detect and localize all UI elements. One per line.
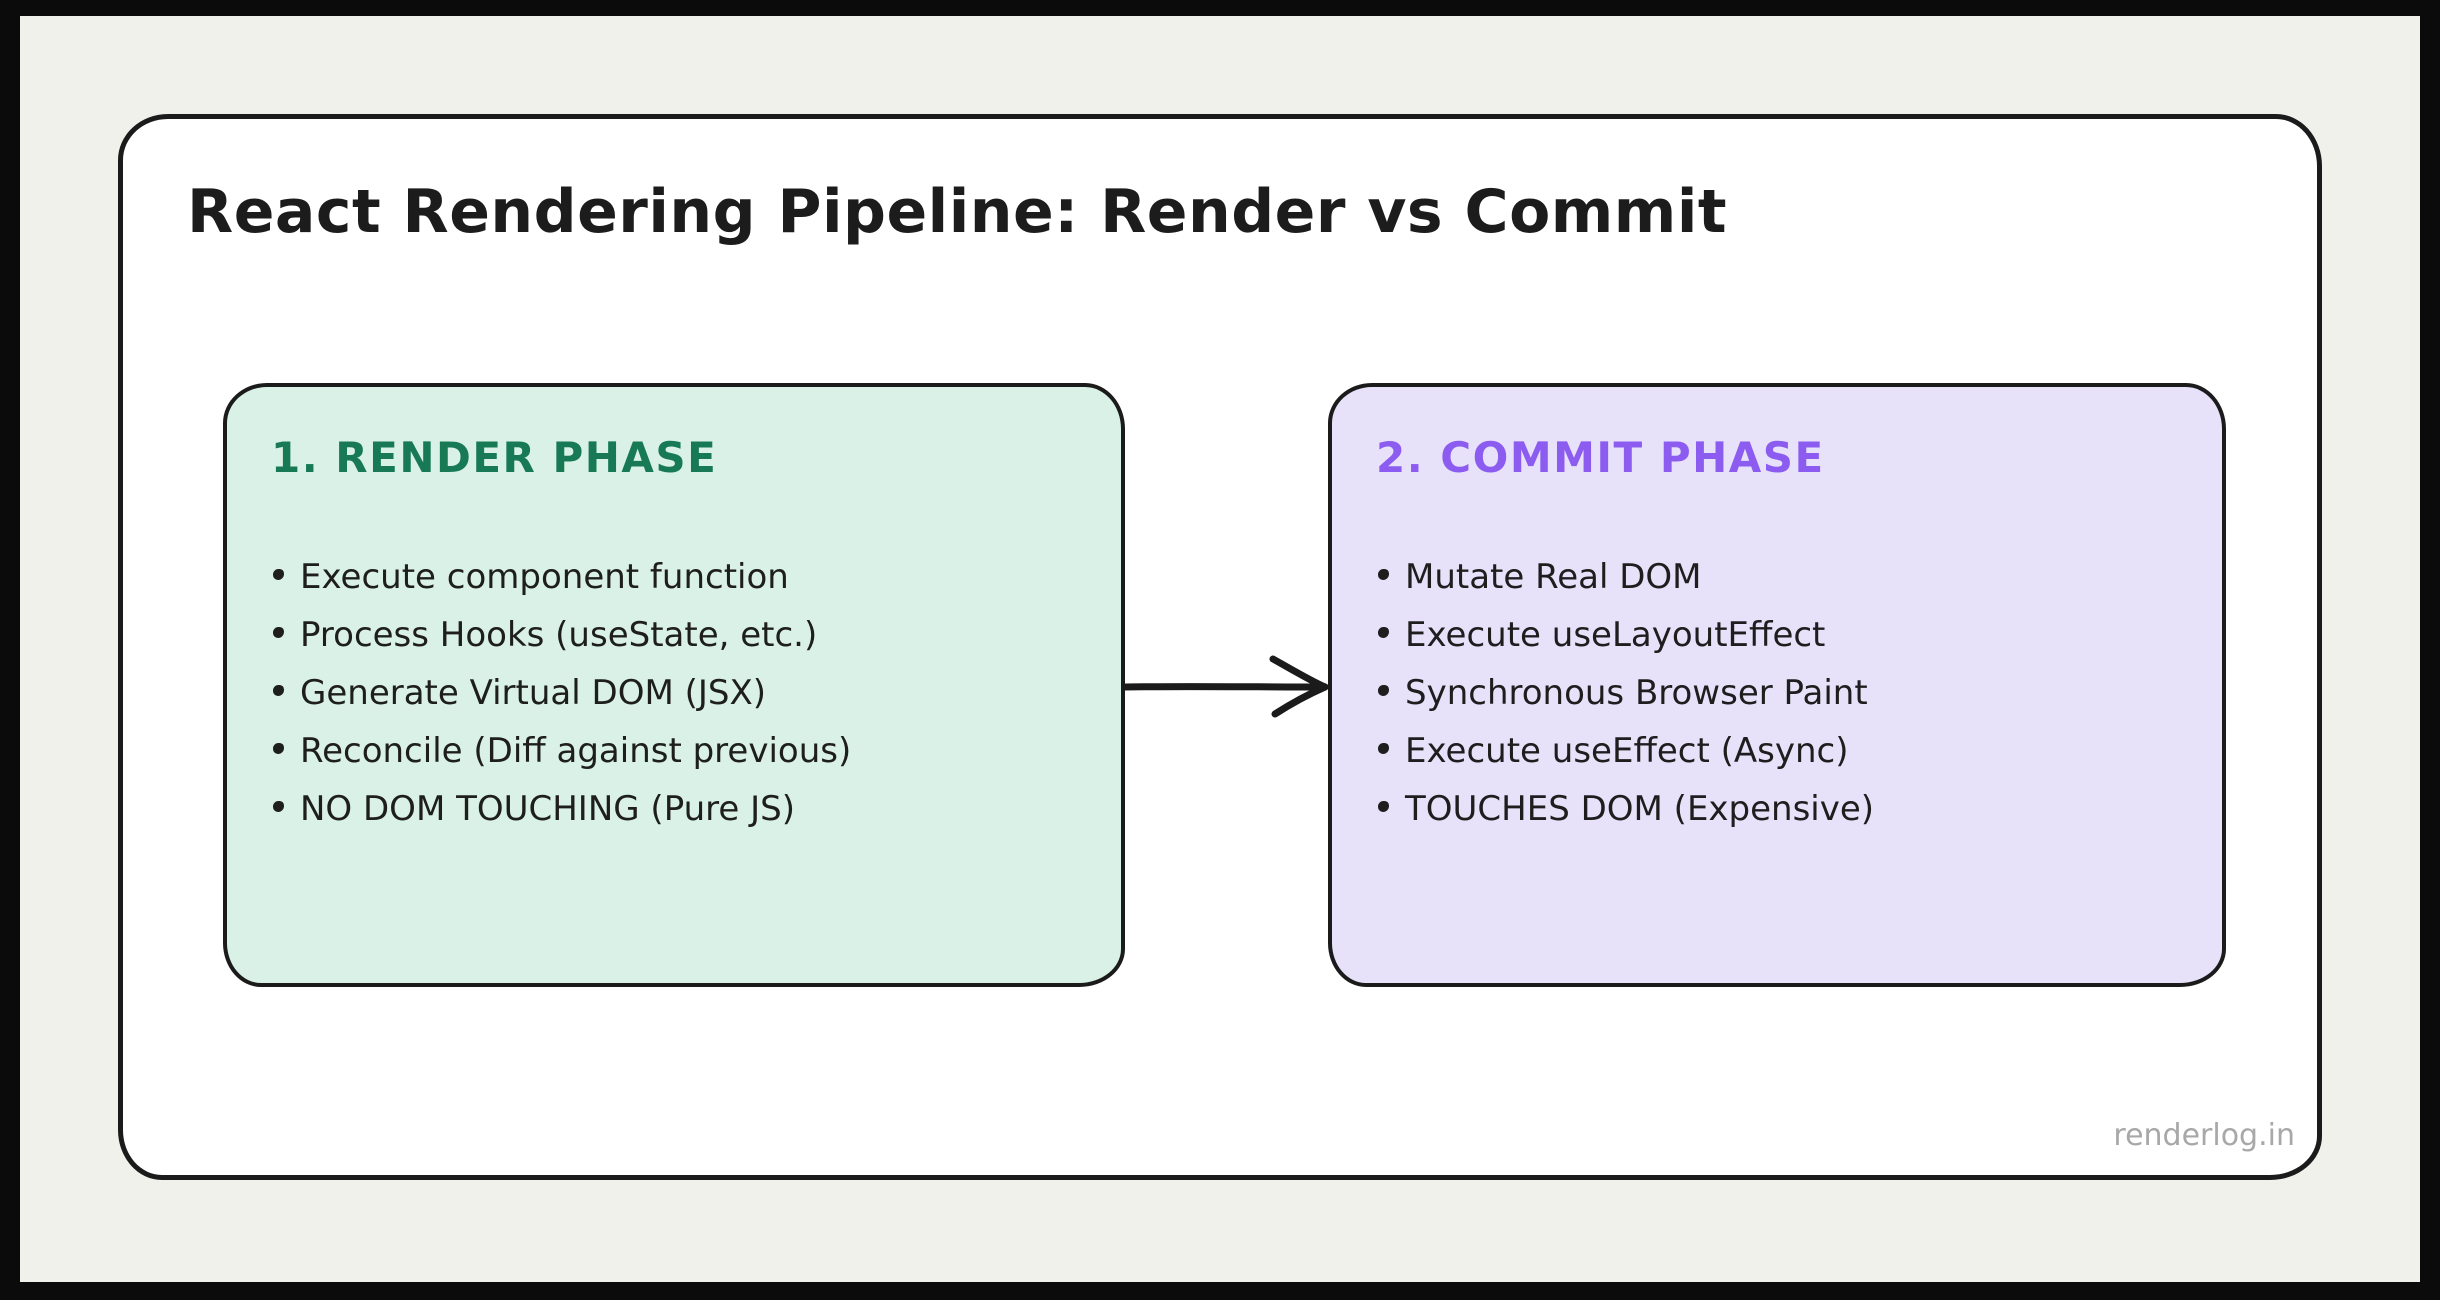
item-label: Mutate Real DOM [1405, 557, 1702, 597]
bullet-icon [1378, 742, 1389, 754]
item-label: Reconcile (Diff against previous) [300, 731, 852, 771]
bullet-icon [1378, 568, 1389, 580]
render-to-commit-arrow-icon [1121, 655, 1329, 718]
commit-phase-card: 2. COMMIT PHASE Mutate Real DOM Execute … [1328, 383, 2226, 987]
render-phase-heading: 1. RENDER PHASE [271, 433, 718, 482]
list-item: Execute component function [273, 548, 1081, 606]
commit-phase-list: Mutate Real DOM Execute useLayoutEffect … [1376, 548, 2182, 838]
bullet-icon [273, 626, 284, 638]
bullet-icon [273, 742, 284, 754]
bullet-icon [273, 800, 284, 812]
item-label: Execute component function [300, 557, 789, 597]
diagram-title: React Rendering Pipeline: Render vs Comm… [187, 177, 1728, 247]
item-label: Process Hooks (useState, etc.) [300, 615, 818, 655]
list-item: Execute useLayoutEffect [1378, 606, 2182, 664]
bullet-icon [1378, 626, 1389, 638]
list-item: Synchronous Browser Paint [1378, 664, 2182, 722]
diagram-canvas: React Rendering Pipeline: Render vs Comm… [118, 114, 2322, 1180]
item-label: Generate Virtual DOM (JSX) [300, 673, 767, 713]
list-item: Process Hooks (useState, etc.) [273, 606, 1081, 664]
list-item: Mutate Real DOM [1378, 548, 2182, 606]
list-item: Execute useEffect (Async) [1378, 722, 2182, 780]
list-item: NO DOM TOUCHING (Pure JS) [273, 780, 1081, 838]
bullet-icon [273, 568, 284, 580]
render-phase-list: Execute component function Process Hooks… [271, 548, 1081, 838]
bullet-icon [1378, 800, 1389, 812]
item-label: NO DOM TOUCHING (Pure JS) [300, 789, 795, 829]
commit-phase-heading: 2. COMMIT PHASE [1376, 433, 1825, 482]
bullet-icon [273, 684, 284, 696]
list-item: Generate Virtual DOM (JSX) [273, 664, 1081, 722]
render-phase-card: 1. RENDER PHASE Execute component functi… [223, 383, 1125, 987]
bullet-icon [1378, 684, 1389, 696]
item-label: Synchronous Browser Paint [1405, 673, 1868, 713]
item-label: Execute useEffect (Async) [1405, 731, 1849, 771]
list-item: Reconcile (Diff against previous) [273, 722, 1081, 780]
item-label: TOUCHES DOM (Expensive) [1405, 789, 1875, 829]
item-label: Execute useLayoutEffect [1405, 615, 1826, 655]
list-item: TOUCHES DOM (Expensive) [1378, 780, 2182, 838]
watermark: renderlog.in [2113, 1118, 2295, 1153]
